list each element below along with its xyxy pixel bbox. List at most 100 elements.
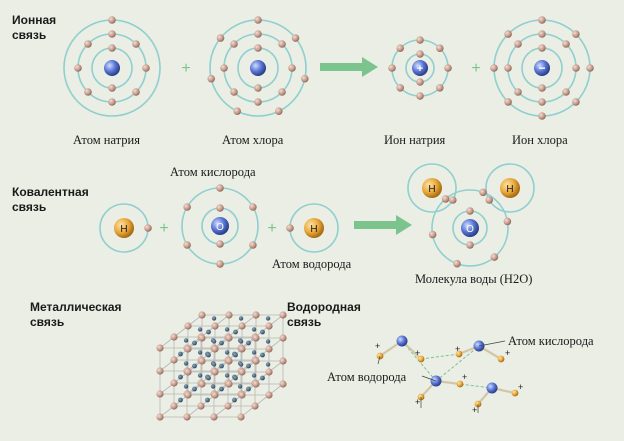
metal-ion [279,334,287,342]
electron [183,241,191,249]
free-electron [219,386,224,392]
partial-charge: + [472,405,477,415]
electron [514,40,522,48]
caption-hb-hydrogen-atom: Атом водорода [327,370,407,384]
electron [504,98,512,106]
electron [275,107,283,115]
metal-ion [225,334,233,342]
section-label-covalent: Ковалентная связь [12,185,89,214]
oxygen-atom [396,335,408,347]
plus-sign: + [181,60,190,77]
hydrogen-atom-right: H [286,203,339,253]
electron [230,88,238,96]
partial-charge: + [455,344,460,354]
electron [538,30,546,38]
metal-ion [211,322,219,330]
electron [301,74,309,83]
electron [278,88,286,96]
hydrogen-symbol: H [428,184,435,195]
partial-charge: + [505,348,510,358]
electron [216,184,224,192]
free-electron [205,397,210,403]
free-electron [183,361,189,366]
metal-ion [198,357,206,365]
electron [572,64,580,72]
free-electron [219,363,224,369]
free-electron [232,397,237,403]
metal-ion [252,380,260,388]
free-electron [238,316,244,321]
electron [108,44,116,52]
electron [562,88,570,96]
caption-sodium-atom: Атом натрия [73,133,140,147]
hydrogen-atom [455,350,463,358]
metal-ion [279,357,287,365]
water-molecule: O H H [407,163,535,268]
free-electron [265,362,271,367]
electron [216,34,225,42]
metal-ion [184,322,192,330]
metal-ion [197,402,205,410]
oxygen-atom: O [181,184,259,268]
section-label-metallic: Металлическая связь [30,300,122,329]
electron [108,30,116,38]
electron [416,50,424,58]
caption-chlorine-ion: Ион хлора [512,133,568,147]
electron [108,98,116,106]
metal-ion [265,391,273,399]
metal-ion [225,357,233,365]
sodium-ion-nucleus [412,60,428,76]
metal-ion [170,402,178,410]
free-electron [246,340,251,346]
free-electron [224,373,230,378]
metal-ion [225,380,233,388]
electron [84,88,92,96]
electron [132,40,140,48]
plus-sign: + [159,220,168,237]
metal-ion [183,413,191,421]
metal-ion [184,345,192,353]
free-electron [192,340,197,346]
electron [485,196,494,204]
electron [216,240,224,248]
caption-oxygen-atom: Атом кислорода [170,165,256,179]
metal-ion [156,344,164,352]
free-electron [197,373,203,378]
hydrogen-bond-network: + + + + + + + + [375,335,523,415]
free-electron [233,375,238,381]
electron [278,40,286,48]
metal-ion [238,391,246,399]
plus-sign: + [471,60,480,77]
caption-hb-oxygen-atom: Атом кислорода [508,334,594,348]
electron [449,196,457,204]
free-electron [178,351,183,357]
metal-ion [265,322,273,330]
free-electron [224,350,230,355]
partial-charge: + [518,382,523,392]
hydrogen-atom [511,389,519,397]
positive-charge: + [417,63,423,75]
caption-chlorine-atom: Атом хлора [222,133,284,147]
electron [207,74,215,83]
metal-ion [211,345,219,353]
free-electron [197,350,203,355]
electron [538,98,546,106]
metal-ion [225,311,233,319]
free-electron [265,316,271,321]
metal-ion [198,380,206,388]
electron [466,241,474,249]
electron [416,36,424,44]
electron [504,64,512,72]
electron [254,84,262,92]
metal-ion [265,368,273,376]
metal-ion [170,333,178,341]
sodium-nucleus [104,60,120,76]
free-electron [260,329,265,335]
free-electron [197,327,203,332]
electron [220,64,228,72]
free-electron [192,363,197,369]
hydrogen-atom [497,355,505,363]
sodium-ion: + [388,36,452,100]
free-electron [206,352,211,358]
